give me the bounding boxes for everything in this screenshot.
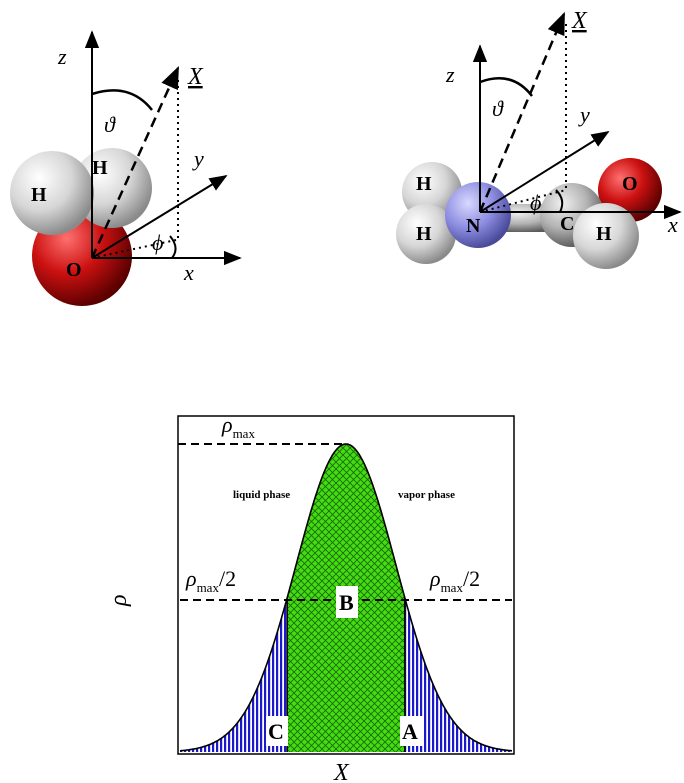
density-curve bbox=[179, 443, 513, 752]
atom-label-h: H bbox=[31, 184, 47, 206]
y-axis-label: y bbox=[578, 102, 590, 127]
nitrogen-atom bbox=[445, 182, 511, 248]
theta-label: ϑ bbox=[104, 112, 116, 137]
region-c-box bbox=[266, 716, 288, 746]
theta-label: ϑ bbox=[492, 96, 504, 121]
y-axis bbox=[91, 175, 228, 259]
vector-label: X bbox=[187, 64, 204, 90]
atom-label-h: H bbox=[92, 157, 108, 179]
atom-label-n: N bbox=[466, 215, 481, 237]
x-axis-label: X bbox=[333, 760, 350, 783]
vector-label: X bbox=[571, 8, 588, 34]
projection-xy-dotted bbox=[91, 239, 177, 259]
phi-arc bbox=[555, 189, 564, 213]
hydrogen-atom bbox=[573, 203, 639, 269]
y-axis-label: y bbox=[192, 146, 204, 171]
z-axis-label: z bbox=[445, 62, 455, 87]
x-axis-label: x bbox=[183, 260, 194, 285]
phi-label: ϕ bbox=[152, 230, 163, 255]
hydrogen-atom bbox=[396, 204, 456, 264]
atom-label-h: H bbox=[416, 173, 432, 195]
density-profile: ρmax ρmax/2 ρmax/2 liquid phase vapor ph… bbox=[106, 412, 515, 783]
region-b-label: B bbox=[339, 590, 354, 615]
rho-max-label: ρmax bbox=[221, 412, 255, 441]
atom-label-h: H bbox=[416, 223, 432, 245]
region-c-label: C bbox=[268, 719, 284, 744]
phi-label: ϕ bbox=[530, 190, 541, 215]
atom-label-h: H bbox=[596, 223, 612, 245]
z-axis-label: z bbox=[57, 44, 67, 69]
theta-arc bbox=[479, 77, 533, 97]
half-max-label-right: ρmax/2 bbox=[429, 566, 480, 595]
region-a-box bbox=[400, 716, 424, 746]
phi-arc bbox=[169, 235, 177, 259]
liquid-phase-label: liquid phase bbox=[233, 489, 290, 501]
half-max-label-left: ρmax/2 bbox=[185, 566, 236, 595]
formamide-molecule: H H N C H O z y x X ϑ ϕ bbox=[396, 8, 682, 269]
plot-frame bbox=[177, 415, 515, 755]
region-a-label: A bbox=[402, 719, 418, 744]
atom-label-o: O bbox=[622, 173, 638, 195]
vapor-phase-label: vapor phase bbox=[398, 489, 455, 501]
atom-label-c: C bbox=[560, 213, 574, 235]
projection-xy-dotted bbox=[479, 189, 567, 213]
vector-x-dashed bbox=[478, 11, 566, 213]
theta-arc bbox=[91, 89, 153, 111]
atom-label-o: O bbox=[66, 259, 82, 281]
y-axis bbox=[479, 131, 610, 213]
water-molecule: H H O z y x X ϑ ϕ bbox=[10, 30, 242, 306]
hydrogen-atom bbox=[10, 151, 94, 235]
vector-x-dashed bbox=[90, 65, 180, 259]
y-axis-label: ρ bbox=[106, 594, 132, 607]
x-axis-label: x bbox=[667, 212, 678, 237]
region-b-box bbox=[336, 586, 358, 618]
